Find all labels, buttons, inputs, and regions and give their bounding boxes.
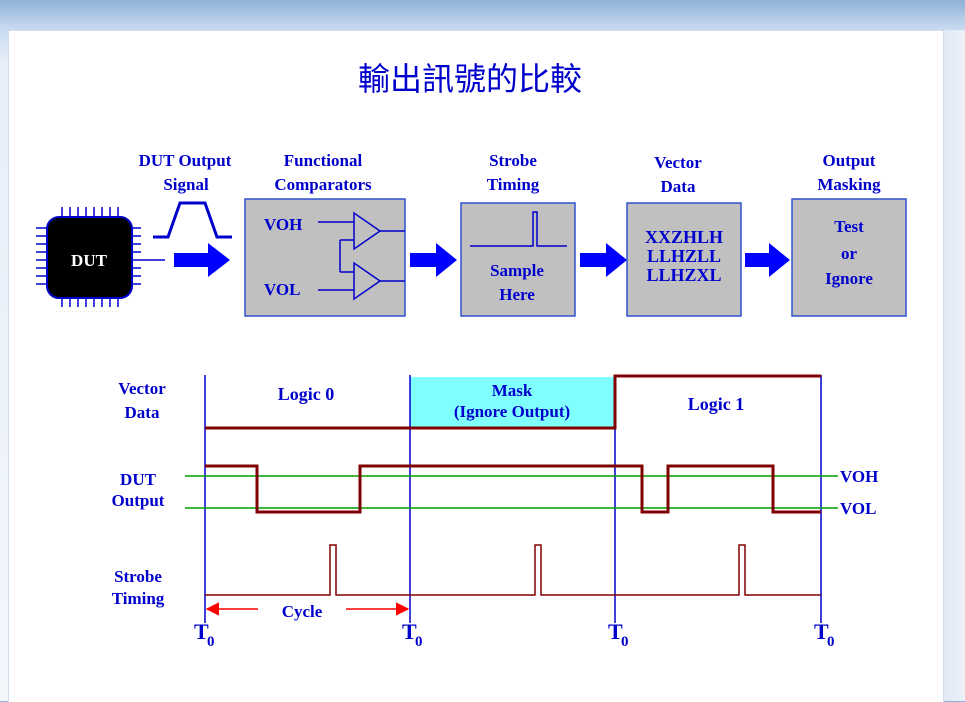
vector-line-3: LLHZXL — [646, 265, 721, 285]
strobe-header-1: Strobe — [489, 151, 537, 170]
cycle-label: Cycle — [282, 602, 323, 621]
row-label-dut-1: DUT — [120, 470, 157, 489]
voh-threshold-label: VOH — [840, 467, 878, 486]
pulse-icon — [153, 201, 232, 239]
t0-label: T — [402, 619, 417, 644]
comparator-voh-label: VOH — [264, 215, 302, 234]
output-signal-label-1: DUT Output — [139, 151, 232, 170]
strobe-header-2: Timing — [487, 175, 540, 194]
masking-line-1: Test — [834, 217, 864, 236]
vector-header-1: Vector — [654, 153, 702, 172]
arrow-strobe-to-vector — [580, 243, 627, 277]
t0-subscript: 0 — [415, 634, 423, 650]
chip-label: DUT — [71, 251, 108, 270]
page-title: 輸出訊號的比較 — [358, 60, 582, 98]
mask-region — [410, 377, 615, 428]
row-label-strobe-2: Timing — [112, 589, 165, 608]
comparators-header-2: Comparators — [274, 175, 372, 194]
segment-mask-1: Mask — [492, 381, 533, 400]
vector-header-2: Data — [661, 177, 696, 196]
comparator-wiring — [318, 221, 405, 291]
comparators-header-1: Functional — [284, 151, 363, 170]
content-panel — [8, 30, 944, 702]
row-label-dut-2: Output — [112, 491, 165, 510]
dut-chip: DUT — [36, 207, 165, 307]
arrow-vector-to-masking — [745, 243, 790, 277]
segment-mask-2: (Ignore Output) — [454, 402, 570, 421]
t0-label: T — [608, 619, 623, 644]
vol-threshold-label: VOL — [840, 499, 877, 518]
comparator-high-icon — [353, 211, 382, 251]
chip-pins — [36, 207, 141, 307]
masking-header-2: Masking — [817, 175, 881, 194]
comparators-box: VOH VOL — [244, 198, 406, 317]
vector-line-1: XXZHLH — [645, 227, 723, 247]
strobe-timing-trace — [205, 544, 821, 596]
comparator-low-icon — [353, 261, 382, 301]
vector-data-trace — [205, 374, 821, 430]
t0-marker-3: T 0 — [608, 619, 629, 650]
t0-marker-1: T 0 — [194, 619, 215, 650]
t0-label: T — [194, 619, 209, 644]
row-label-vector-2: Data — [125, 403, 160, 422]
strobe-sample-2: Here — [499, 285, 535, 304]
arrow-comparators-to-strobe — [410, 243, 457, 277]
vector-box: XXZHLH LLHZLL LLHZXL — [626, 202, 742, 317]
segment-logic-0: Logic 0 — [278, 384, 335, 404]
masking-line-2: or — [841, 244, 858, 263]
masking-header-1: Output — [823, 151, 876, 170]
dut-output-waveform — [205, 464, 821, 514]
t0-marker-2: T 0 — [402, 619, 423, 650]
masking-box: Test or Ignore — [791, 198, 907, 317]
masking-line-3: Ignore — [825, 269, 873, 288]
vector-line-2: LLHZLL — [647, 246, 721, 266]
strobe-pulse-icon — [470, 211, 567, 247]
row-label-strobe-1: Strobe — [114, 567, 162, 586]
t0-subscript: 0 — [621, 634, 629, 650]
scroll-strip — [943, 30, 965, 701]
arrow-chip-to-comparators — [174, 243, 230, 277]
t0-label: T — [814, 619, 829, 644]
segment-logic-1: Logic 1 — [688, 394, 745, 414]
strobe-sample-1: Sample — [490, 261, 544, 280]
chip-body — [46, 216, 133, 299]
row-label-vector-1: Vector — [118, 379, 166, 398]
t0-subscript: 0 — [207, 634, 215, 650]
strobe-box: Sample Here — [460, 202, 576, 317]
output-signal-label-2: Signal — [163, 175, 209, 194]
t0-subscript: 0 — [827, 634, 835, 650]
comparator-vol-label: VOL — [264, 280, 301, 299]
t0-marker-4: T 0 — [814, 619, 835, 650]
